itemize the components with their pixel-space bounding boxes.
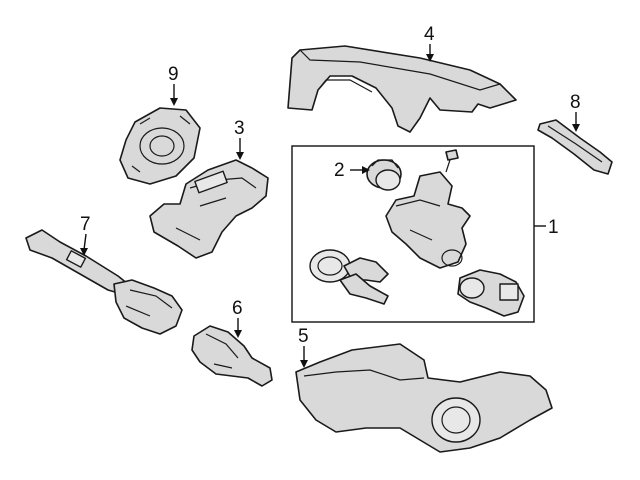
arrowhead-2 [362,166,370,174]
callout-2: 2 [334,160,345,181]
arrowhead-4 [426,54,434,62]
leader-lines [80,44,580,368]
callout-6: 6 [232,298,243,319]
arrowhead-9 [170,98,178,106]
callout-5: 5 [298,326,309,347]
assembly-bracket-box [291,145,535,323]
callout-4: 4 [424,24,435,45]
part-ignition-switch [457,269,525,317]
callout-9: 9 [168,64,179,85]
callout-7: 7 [80,214,91,235]
part-lock-housing [385,171,471,269]
callout-3: 3 [234,118,245,139]
leader-7 [83,233,87,251]
callout-labels: 4 9 3 2 1 8 7 6 5 [80,24,581,347]
part-keys [309,249,389,305]
part-lock-cylinder [366,159,402,191]
part-bolt [445,149,459,173]
ignition-assembly-group [291,145,535,323]
part-trim-cover [537,119,613,175]
arrowhead-3 [236,152,244,160]
part-control-module [149,159,269,259]
arrowhead-7 [80,248,88,256]
part-clock-spring [119,107,201,185]
part-switch [191,325,273,387]
callout-8: 8 [570,92,581,113]
part-lower-shroud [295,343,553,453]
arrowhead-6 [234,330,242,338]
arrowhead-5 [300,360,308,368]
arrowhead-8 [572,124,580,132]
part-upper-shroud [287,45,517,133]
part-multifunction-stalk [25,229,183,335]
callout-1: 1 [548,217,559,238]
